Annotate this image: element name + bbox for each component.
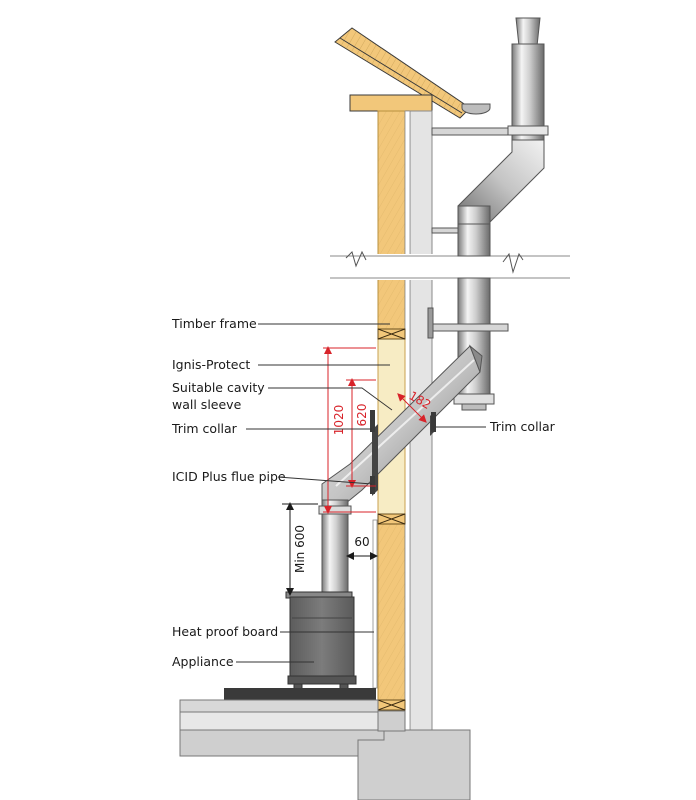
roof bbox=[334, 27, 491, 119]
label-ignis-protect: Ignis-Protect bbox=[172, 357, 250, 372]
gutter bbox=[461, 103, 491, 115]
label-cavity-sleeve-1: Suitable cavity bbox=[172, 380, 265, 395]
heat-proof-board bbox=[372, 519, 378, 689]
wall-bracket-low bbox=[431, 323, 509, 332]
label-trim-collar-left: Trim collar bbox=[171, 421, 238, 436]
label-trim-collar-right: Trim collar bbox=[489, 419, 556, 434]
leader-lines bbox=[236, 323, 486, 663]
label-appliance: Appliance bbox=[172, 654, 234, 669]
external-chimney bbox=[427, 17, 549, 411]
appliance-stove bbox=[285, 591, 357, 691]
label-cavity-sleeve-2: wall sleeve bbox=[172, 397, 242, 412]
label-timber-frame: Timber frame bbox=[171, 316, 257, 331]
dimension-lines bbox=[323, 346, 427, 514]
trim-collar-right bbox=[431, 412, 436, 432]
dimension-lines-black bbox=[282, 502, 378, 596]
break-band bbox=[330, 250, 570, 280]
label-heat-proof-board: Heat proof board bbox=[172, 624, 278, 639]
trim-collar-left bbox=[370, 410, 375, 432]
dim-620: 620 bbox=[355, 404, 369, 427]
floor bbox=[179, 699, 471, 800]
roof-eave-plate bbox=[349, 94, 433, 112]
hearth bbox=[224, 688, 376, 700]
label-flue-pipe: ICID Plus flue pipe bbox=[172, 469, 286, 484]
dim-60: 60 bbox=[354, 535, 369, 549]
wall-bracket-mid bbox=[431, 227, 459, 234]
dim-min600: Min 600 bbox=[293, 525, 307, 573]
vertical-flue-pipe bbox=[321, 499, 349, 593]
dim-1020: 1020 bbox=[332, 405, 346, 436]
trim-collar-lower bbox=[370, 476, 375, 494]
